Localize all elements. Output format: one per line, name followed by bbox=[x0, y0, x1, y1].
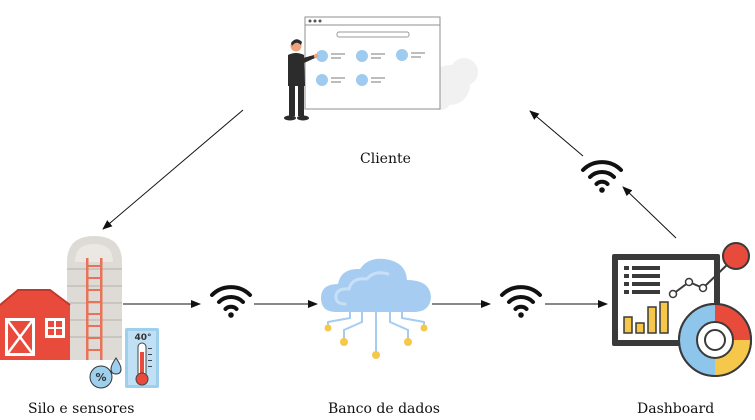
humidity-icon: % bbox=[89, 357, 122, 389]
thermometer-icon: 40° bbox=[125, 328, 159, 388]
dashboard-label: Dashboard bbox=[637, 401, 715, 417]
client-person-icon bbox=[284, 39, 319, 121]
dashboard-donut-chart bbox=[678, 303, 752, 377]
humidity-symbol: % bbox=[95, 371, 106, 384]
edges bbox=[102, 109, 677, 308]
arrow-client-to-silo bbox=[102, 109, 244, 230]
window-content-items bbox=[316, 49, 425, 86]
arrow-wifi-to-client bbox=[529, 110, 584, 157]
wifi-icon bbox=[581, 160, 623, 193]
dashboard-node bbox=[612, 242, 752, 377]
arrow-dashboard-to-wifi bbox=[622, 186, 677, 239]
wifi-icon bbox=[210, 285, 252, 318]
dashboard-line-chart bbox=[668, 242, 750, 299]
silo-node: 40° % bbox=[0, 236, 159, 389]
dashboard-bar-chart bbox=[623, 301, 669, 334]
silo-label: Silo e sensores bbox=[28, 401, 135, 417]
cloud-database-icon bbox=[321, 258, 431, 359]
dashboard-icon bbox=[612, 242, 752, 377]
silo-barn-icon bbox=[0, 236, 122, 360]
client-label: Cliente bbox=[360, 151, 411, 167]
silo-ladder bbox=[86, 258, 103, 360]
client-node bbox=[284, 16, 478, 121]
dashboard-list bbox=[624, 266, 660, 294]
database-node bbox=[321, 258, 431, 359]
thermometer-value: 40° bbox=[134, 333, 151, 343]
wifi-icon bbox=[500, 285, 542, 318]
browser-window-icon bbox=[304, 16, 441, 110]
database-label: Banco de dados bbox=[328, 401, 440, 417]
cloud-connector-lines bbox=[327, 312, 425, 353]
